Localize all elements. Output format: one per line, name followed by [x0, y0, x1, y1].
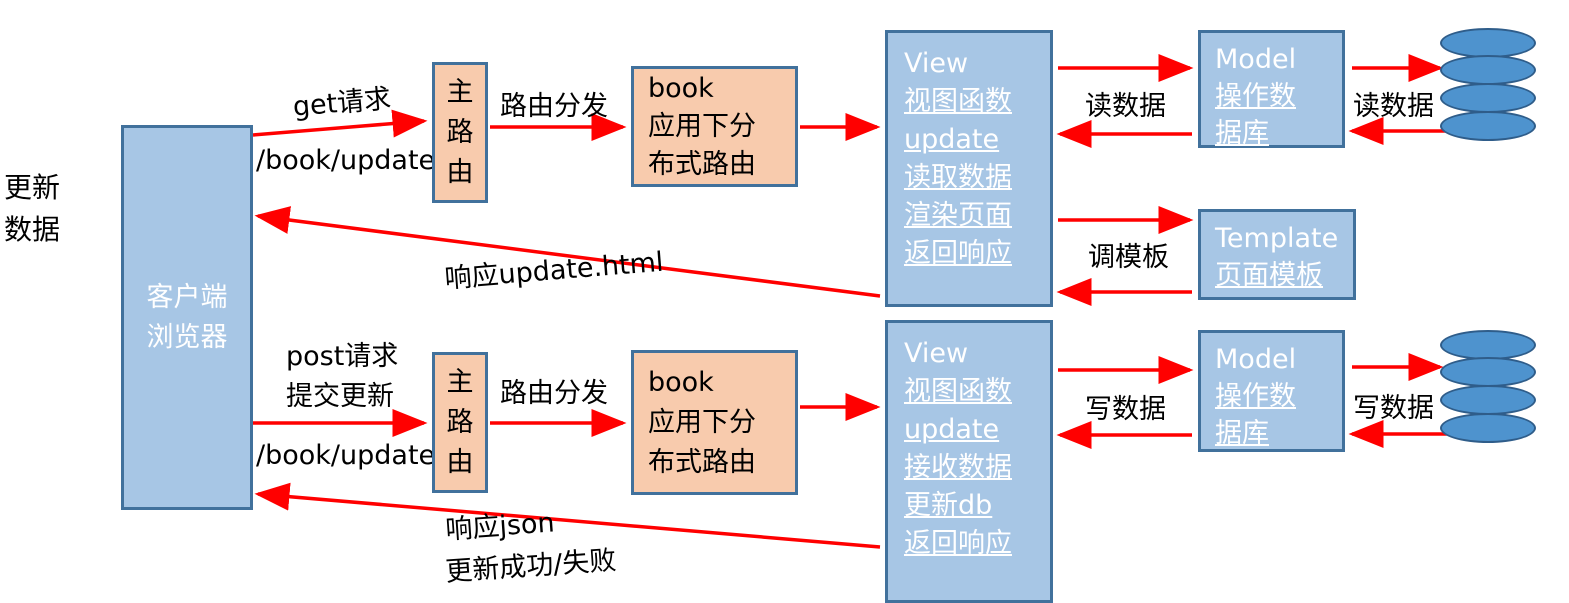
- book-app-bottom-line1: book: [648, 366, 714, 398]
- view-bottom-line6: 返回响应: [904, 528, 1012, 559]
- main-router-box-top[interactable]: 主 路 由: [432, 62, 488, 203]
- main-router-top-line3: 由: [446, 156, 474, 188]
- model-top-line1: Model: [1215, 44, 1297, 75]
- view-top-line1: View: [904, 48, 969, 79]
- client-label-line1: 客户端: [146, 281, 228, 313]
- view-box-bottom[interactable]: View 视图函数 update 接收数据 更新db 返回响应: [885, 320, 1053, 603]
- view-box-top[interactable]: View 视图函数 update 读取数据 渲染页面 返回响应: [885, 30, 1053, 307]
- label-bottom-request-path: /book/update: [256, 440, 436, 471]
- label-response-update-html: 响应update.html: [443, 246, 665, 295]
- view-bottom-line3: update: [904, 414, 1000, 445]
- main-router-box-bottom[interactable]: 主 路 由: [432, 352, 488, 493]
- label-read-data-model-db: 读数据: [1353, 91, 1434, 122]
- main-router-top-line1: 主: [446, 76, 474, 108]
- model-bottom-line1: Model: [1215, 344, 1297, 375]
- label-call-template: 调模板: [1088, 242, 1169, 273]
- view-bottom-line5: 更新db: [904, 490, 993, 521]
- model-top-line3: 据库: [1215, 118, 1269, 149]
- view-top-line2: 视图函数: [904, 86, 1012, 117]
- view-top-line5: 渲染页面: [904, 200, 1012, 231]
- model-box-top[interactable]: Model 操作数 据库: [1198, 30, 1345, 149]
- left-note-line1: 更新: [4, 171, 61, 204]
- label-write-data-model-db: 写数据: [1353, 393, 1434, 424]
- model-bottom-line2: 操作数: [1215, 381, 1296, 412]
- label-route-dispatch-top: 路由分发: [500, 91, 608, 122]
- db-disc-2: [1440, 55, 1536, 85]
- book-app-bottom-line3: 布式路由: [648, 446, 756, 478]
- book-app-box-bottom[interactable]: book 应用下分 布式路由: [631, 350, 798, 495]
- client-label-line2: 浏览器: [146, 321, 228, 353]
- view-top-line3: update: [904, 124, 1000, 155]
- left-note: 更新 数据: [4, 167, 60, 251]
- db-disc-4: [1440, 413, 1536, 443]
- book-app-top-line3: 布式路由: [648, 148, 756, 180]
- label-post-request-line1: post请求: [286, 341, 399, 372]
- db-disc-1: [1440, 28, 1536, 58]
- label-post-request-line2: 提交更新: [286, 381, 394, 412]
- client-browser-box[interactable]: 客户端 浏览器: [121, 125, 253, 510]
- main-router-bottom-line2: 路: [446, 406, 474, 438]
- db-disc-2: [1440, 357, 1536, 387]
- view-bottom-line2: 视图函数: [904, 376, 1012, 407]
- template-line2: 页面模板: [1215, 260, 1323, 291]
- database-cylinder-bottom: [1440, 330, 1536, 443]
- main-router-bottom-line3: 由: [446, 446, 474, 478]
- label-write-data-view-model: 写数据: [1085, 394, 1166, 425]
- label-get-request: get请求: [291, 83, 393, 123]
- book-app-box-top[interactable]: book 应用下分 布式路由: [631, 66, 798, 187]
- db-disc-4: [1440, 111, 1536, 141]
- label-read-data-view-model: 读数据: [1085, 91, 1166, 122]
- book-app-top-line2: 应用下分: [648, 110, 756, 142]
- database-cylinder-top: [1440, 28, 1536, 141]
- model-bottom-line3: 据库: [1215, 418, 1269, 449]
- db-disc-3: [1440, 83, 1536, 113]
- db-disc-3: [1440, 385, 1536, 415]
- label-response-json-line1: 响应json: [444, 507, 556, 546]
- book-app-top-line1: book: [648, 72, 714, 104]
- arrow-get-request: [252, 109, 428, 138]
- view-top-line6: 返回响应: [904, 238, 1012, 269]
- db-disc-1: [1440, 330, 1536, 360]
- label-response-json-line2: 更新成功/失败: [444, 545, 618, 588]
- label-top-request-path: /book/update: [256, 145, 436, 176]
- view-bottom-line1: View: [904, 338, 969, 369]
- arrow-response-json: [254, 482, 881, 549]
- view-bottom-line4: 接收数据: [904, 452, 1012, 483]
- view-top-line4: 读取数据: [904, 162, 1012, 193]
- template-box[interactable]: Template 页面模板: [1198, 209, 1356, 300]
- template-line1: Template: [1215, 223, 1339, 254]
- main-router-bottom-line1: 主: [446, 366, 474, 398]
- book-app-bottom-line2: 应用下分: [648, 406, 756, 438]
- left-note-line2: 数据: [4, 213, 61, 246]
- main-router-top-line2: 路: [446, 116, 474, 148]
- model-box-bottom[interactable]: Model 操作数 据库: [1198, 330, 1345, 452]
- label-route-dispatch-bottom: 路由分发: [500, 378, 608, 409]
- model-top-line2: 操作数: [1215, 81, 1296, 112]
